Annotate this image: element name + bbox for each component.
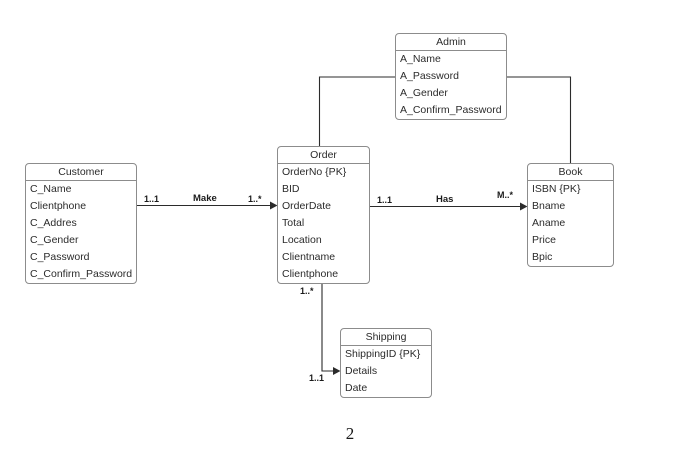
connector-admin-order bbox=[318, 76, 395, 146]
attribute-row: C_Password bbox=[30, 251, 90, 263]
entity-order[interactable]: Order OrderNo {PK} BID OrderDate Total L… bbox=[277, 146, 370, 284]
entity-admin-title: Admin bbox=[396, 34, 506, 51]
cardinality-has-from: 1..1 bbox=[377, 195, 393, 205]
relationship-label-make: Make bbox=[193, 193, 217, 204]
attribute-row: Total bbox=[282, 217, 305, 229]
entity-order-title: Order bbox=[278, 147, 369, 164]
entity-shipping[interactable]: Shipping ShippingID {PK} Details Date bbox=[340, 328, 432, 398]
entity-admin[interactable]: Admin A_Name A_Password A_Gender A_Confi… bbox=[395, 33, 507, 120]
cardinality-has-to: M..* bbox=[497, 190, 514, 200]
cardinality-order-shipping-from: 1..* bbox=[300, 286, 314, 296]
entity-book[interactable]: Book ISBN {PK} Bname Aname Price Bpic bbox=[527, 163, 614, 267]
attribute-row: A_Gender bbox=[400, 87, 448, 99]
attribute-row: OrderDate bbox=[282, 200, 332, 212]
entity-order-attributes: OrderNo {PK} BID OrderDate Total Locatio… bbox=[278, 164, 369, 283]
arrowhead-customer-order bbox=[270, 201, 278, 210]
entity-shipping-title: Shipping bbox=[341, 329, 431, 346]
attribute-row: C_Name bbox=[30, 183, 72, 195]
page-number: 2 bbox=[345, 424, 355, 443]
arrowhead-order-book bbox=[520, 202, 528, 211]
attribute-row: Clientname bbox=[282, 251, 336, 263]
attribute-row: ISBN {PK} bbox=[532, 183, 581, 195]
attribute-row: A_Confirm_Password bbox=[400, 104, 502, 116]
entity-customer-title: Customer bbox=[26, 164, 136, 181]
attribute-row: Clientphone bbox=[30, 200, 87, 212]
attribute-row: ShippingID {PK} bbox=[345, 348, 421, 360]
cardinality-make-to: 1..* bbox=[248, 194, 262, 204]
relationship-label-has: Has bbox=[436, 194, 454, 205]
attribute-row: Bpic bbox=[532, 251, 553, 263]
attribute-row: C_Confirm_Password bbox=[30, 268, 133, 280]
attribute-row: BID bbox=[282, 183, 300, 195]
attribute-row: C_Gender bbox=[30, 234, 79, 246]
connector-admin-book bbox=[507, 76, 572, 163]
cardinality-make-from: 1..1 bbox=[144, 194, 160, 204]
attribute-row: C_Addres bbox=[30, 217, 77, 229]
entity-shipping-attributes: ShippingID {PK} Details Date bbox=[341, 346, 431, 397]
attribute-row: Aname bbox=[532, 217, 566, 229]
attribute-row: Date bbox=[345, 382, 368, 394]
attribute-row: Bname bbox=[532, 200, 566, 212]
entity-customer[interactable]: Customer C_Name Clientphone C_Addres C_G… bbox=[25, 163, 137, 284]
attribute-row: Clientphone bbox=[282, 268, 339, 280]
attribute-row: A_Password bbox=[400, 70, 459, 82]
attribute-row: OrderNo {PK} bbox=[282, 166, 347, 178]
entity-customer-attributes: C_Name Clientphone C_Addres C_Gender C_P… bbox=[26, 181, 136, 283]
entity-book-attributes: ISBN {PK} Bname Aname Price Bpic bbox=[528, 181, 613, 266]
cardinality-order-shipping-to: 1..1 bbox=[309, 373, 325, 383]
attribute-row: Location bbox=[282, 234, 322, 246]
entity-book-title: Book bbox=[528, 164, 613, 181]
connector-order-shipping bbox=[321, 284, 333, 372]
arrowhead-order-shipping bbox=[333, 367, 341, 375]
attribute-row: Details bbox=[345, 365, 378, 377]
attribute-row: A_Name bbox=[400, 53, 441, 65]
attribute-row: Price bbox=[532, 234, 556, 246]
entity-admin-attributes: A_Name A_Password A_Gender A_Confirm_Pas… bbox=[396, 51, 506, 119]
